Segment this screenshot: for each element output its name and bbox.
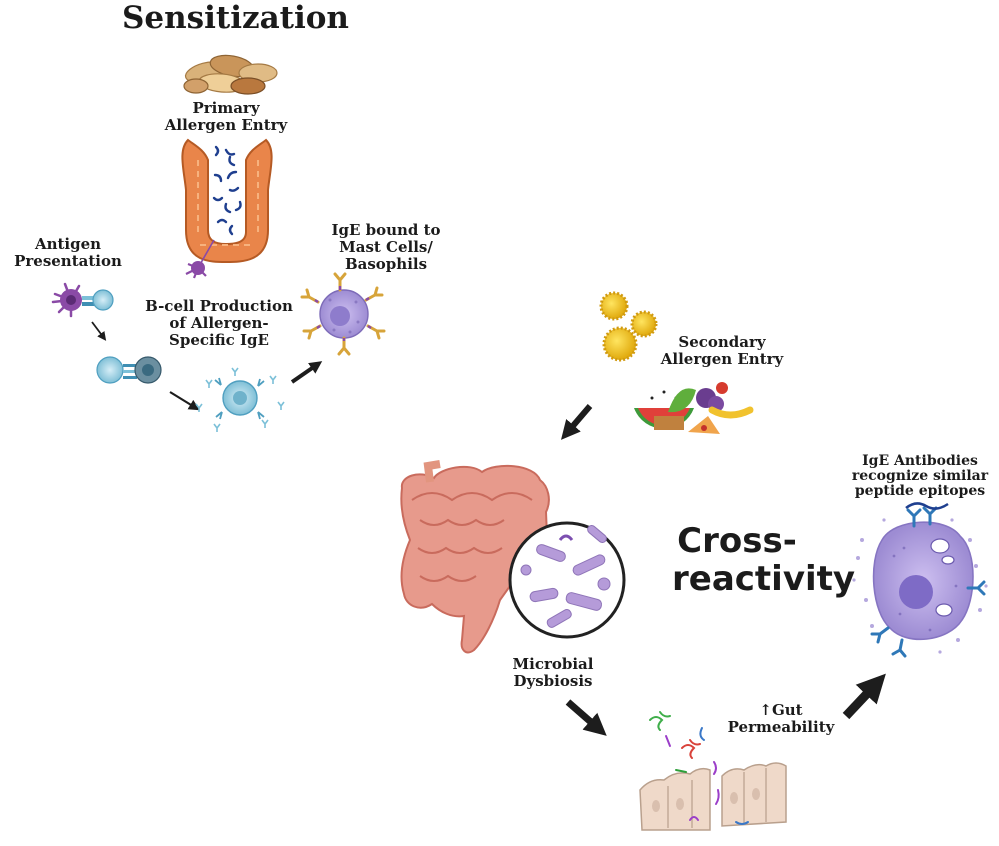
primary-allergen-entry-label: Primary Allergen Entry [164,99,288,134]
gut-permeability-label: ↑Gut Permeability [727,701,835,736]
secondary-allergen-entry-label: Secondary Allergen Entry [660,333,784,368]
food-items-image [634,382,754,434]
gut-microbiome-magnified [508,521,626,639]
arrow-to-epithelium [565,699,607,736]
antigen-presentation-cells [51,282,200,411]
peanuts-image [183,54,278,95]
pollen-grains-image [599,291,658,362]
cross-reactivity-title: Cross- reactivity [672,521,856,599]
leaky-epithelium-image [639,711,787,831]
arrow-to-mast-cell [842,673,886,720]
intestine-image [400,460,550,654]
arrow-to-gut [561,404,593,440]
b-cell-production-label: B-cell Production of Allergen- Specific … [145,297,293,349]
mast-cell-with-ige [300,272,386,356]
intestinal-villus-diagram [181,138,273,279]
ige-antibodies-label: IgE Antibodies recognize similar peptide… [851,453,989,499]
ige-bound-label: IgE bound to Mast Cells/ Basophils [331,221,441,273]
antigen-presentation-label: Antigen Presentation [14,235,122,270]
degranulating-mast-cell [852,502,988,658]
microbial-dysbiosis-label: Microbial Dysbiosis [512,655,594,690]
sensitization-title: Sensitization [122,0,349,36]
b-cell-producing-ige [195,361,323,432]
